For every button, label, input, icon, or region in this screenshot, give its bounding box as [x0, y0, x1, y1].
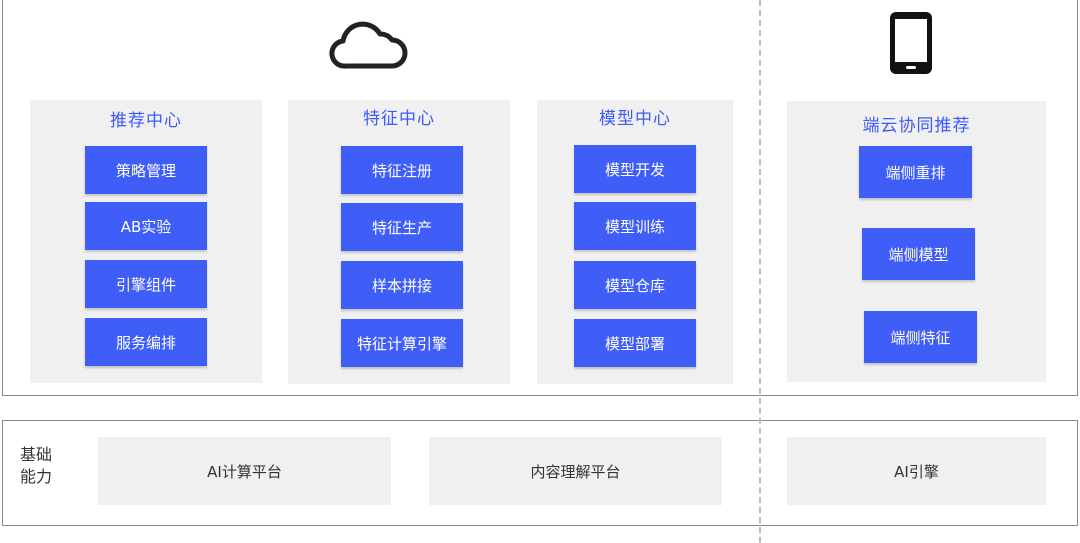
service-orchestration-button[interactable]: 服务编排	[85, 318, 207, 366]
model-development-button[interactable]: 模型开发	[574, 145, 696, 193]
content-understanding-platform-box[interactable]: 内容理解平台	[429, 437, 722, 505]
engine-component-button[interactable]: 引擎组件	[85, 260, 207, 308]
model-center-title: 模型中心	[599, 109, 671, 129]
strategy-management-button[interactable]: 策略管理	[85, 146, 207, 194]
base-capability-label: 基础 能力	[20, 444, 60, 488]
model-deployment-button[interactable]: 模型部署	[574, 319, 696, 367]
feature-production-button[interactable]: 特征生产	[341, 203, 463, 251]
device-cloud-recommend-panel: 端云协同推荐 端侧重排 端侧模型 端侧特征	[787, 101, 1046, 382]
model-center-panel: 模型中心 模型开发 模型训练 模型仓库 模型部署	[537, 100, 733, 384]
ai-engine-box[interactable]: AI引擎	[787, 437, 1046, 505]
mobile-phone-icon	[887, 10, 935, 76]
base-capability-label-line2: 能力	[20, 467, 53, 486]
ai-compute-platform-box[interactable]: AI计算平台	[98, 437, 391, 505]
feature-center-panel: 特征中心 特征注册 特征生产 样本拼接 特征计算引擎	[288, 100, 510, 384]
cloud-device-divider	[759, 0, 761, 543]
cloud-icon	[326, 14, 408, 72]
feature-compute-engine-button[interactable]: 特征计算引擎	[341, 319, 463, 367]
device-cloud-recommend-title: 端云协同推荐	[862, 116, 971, 136]
feature-center-title: 特征中心	[363, 109, 435, 129]
device-feature-button[interactable]: 端侧特征	[864, 311, 977, 363]
model-repository-button[interactable]: 模型仓库	[574, 261, 696, 309]
base-capability-label-line1: 基础	[20, 445, 53, 464]
sample-joining-button[interactable]: 样本拼接	[341, 261, 463, 309]
model-training-button[interactable]: 模型训练	[574, 202, 696, 250]
recommend-center-title: 推荐中心	[110, 111, 182, 131]
ab-experiment-button[interactable]: AB实验	[85, 202, 207, 250]
device-rerank-button[interactable]: 端侧重排	[859, 146, 972, 198]
device-model-button[interactable]: 端侧模型	[862, 228, 975, 280]
feature-registration-button[interactable]: 特征注册	[341, 146, 463, 194]
recommend-center-panel: 推荐中心 策略管理 AB实验 引擎组件 服务编排	[30, 100, 262, 383]
